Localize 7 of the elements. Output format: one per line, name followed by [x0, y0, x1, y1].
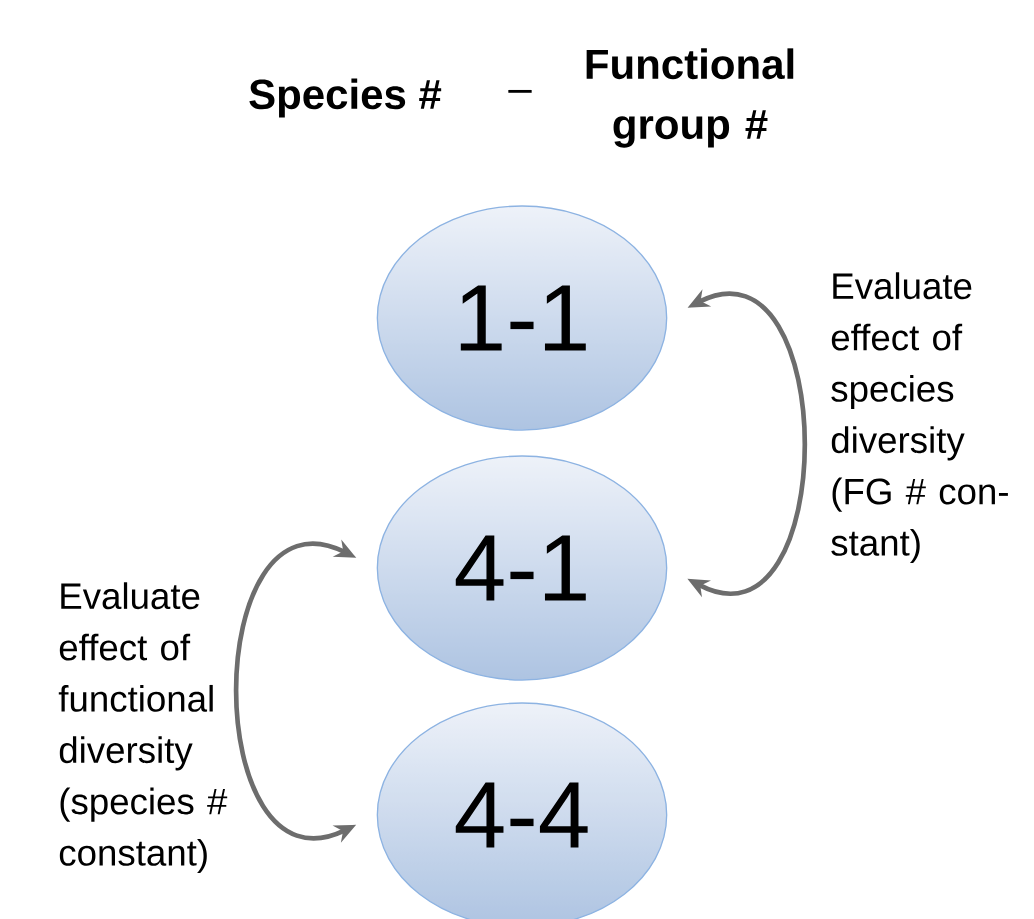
edge-label: Evaluate effect of functional diversity (species # constant): [58, 582, 228, 874]
heading-text: Species #: [249, 78, 442, 118]
ellipse-node: 1-1: [376, 205, 668, 431]
heading-text: –: [508, 89, 532, 93]
heading-text: Functional group #: [586, 48, 794, 148]
ellipse-node: 4-1: [376, 455, 668, 681]
edge-label: Evaluate effect of species diversity (FG # con- stant): [831, 272, 1008, 564]
